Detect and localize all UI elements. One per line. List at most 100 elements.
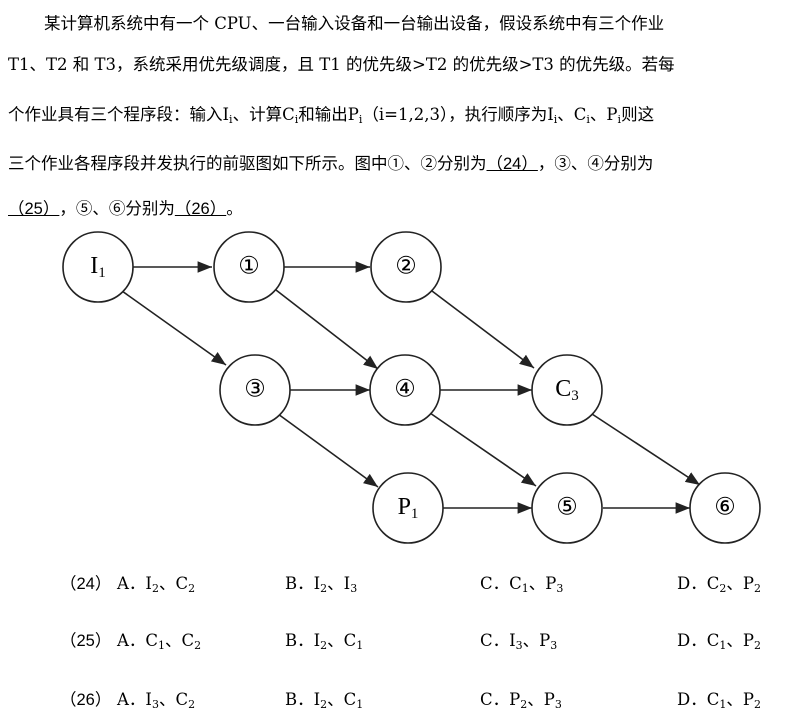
option-d[interactable]: D．C1、P2 [677,686,761,711]
option-subscript: 2 [320,698,328,711]
option-subscript: 2 [753,698,761,711]
symbol-I: I [547,105,554,124]
option-subscript: 3 [556,582,564,595]
option-text: 、C [327,690,357,709]
subscript-i: i [294,113,299,126]
edge-n2-C3 [431,290,535,369]
svg-text:①: ① [238,254,260,280]
text-segment: （i=1,2,3），执行顺序为 [362,105,548,124]
option-text: 、C [327,631,357,650]
subscript-i: i [617,113,622,126]
option-a[interactable]: A．C1、C2 [117,627,201,652]
option-text: B．I [285,631,321,650]
option-subscript: 2 [188,582,196,595]
svg-text:③: ③ [244,377,266,403]
option-text: 、P [528,574,557,593]
question-line-4: 三个作业各程序段并发执行的前驱图如下所示。图中①、②分别为（24），③、④分别为 [8,150,653,174]
question-line-5: （25），⑤、⑥分别为（26）。 [8,195,243,219]
option-text: 、P [522,631,551,650]
option-subscript: 2 [719,582,727,595]
text-segment: ，③、④分别为 [537,154,654,173]
option-subscript: 2 [320,639,328,652]
option-a[interactable]: A．I2、C2 [117,570,195,595]
option-subscript: 1 [356,698,364,711]
svg-text:⑤: ⑤ [556,495,578,521]
option-subscript: 2 [194,639,202,652]
option-text: 、P [726,631,754,650]
question-line-1: 某计算机系统中有一个 CPU、一台输入设备和一台输出设备，假设系统中有三个作业 [44,14,665,33]
text-segment: 、 [557,105,574,124]
node-C3: C3 [531,354,603,426]
option-b[interactable]: B．I2、C1 [285,686,363,711]
option-subscript: 1 [356,639,364,652]
text-segment: 和输出 [298,105,348,124]
text-segment: 个作业具有三个程序段：输入 [8,105,223,124]
option-text: B．I [285,574,321,593]
option-text: 、P [527,690,555,709]
option-d[interactable]: D．C2、P2 [677,570,761,595]
node-I1: I1 [62,231,134,303]
symbol-C: C [573,105,587,124]
option-b[interactable]: B．I2、I3 [285,570,357,595]
node-6: ⑥ [689,472,761,544]
edge-I1-n3 [121,290,227,366]
symbol-P: P [606,105,618,124]
option-subscript: 2 [320,582,328,595]
option-text: A．C [117,631,159,650]
option-subscript: 1 [158,639,166,652]
node-5: ⑤ [531,472,603,544]
question-number: （25） [60,632,112,650]
symbol-C: C [282,105,295,124]
option-subscript: 2 [753,582,761,595]
option-subscript: 3 [515,639,523,652]
node-4: ④ [369,354,441,426]
text-segment: 则这 [621,105,655,124]
option-c[interactable]: C．P2、P3 [480,686,562,711]
option-d[interactable]: D．C1、P2 [677,627,761,652]
subscript-i: i [229,113,233,126]
option-text: D．C [677,690,720,709]
option-text: 、C [165,631,195,650]
text-segment: ，⑤、⑥分别为 [59,199,175,218]
option-text: 、P [726,690,754,709]
option-c[interactable]: C．I3、P3 [480,627,557,652]
option-text: A．I [117,574,152,593]
text-segment: 。 [226,199,243,218]
node-3: ③ [219,354,291,426]
question-number: （24） [60,575,112,593]
option-subscript: 2 [753,639,761,652]
option-text: A．I [117,690,152,709]
option-subscript: 3 [151,698,159,711]
answer-blank-26: （26） [174,200,227,218]
edge-n4-n5 [429,412,537,487]
node-P1: P1 [372,472,444,544]
option-b[interactable]: B．I2、C1 [285,627,363,652]
option-text: 、C [158,574,189,593]
graph-edges [121,261,701,514]
question-number: （26） [60,691,112,709]
option-text: B．I [285,690,321,709]
option-subscript: 1 [521,582,529,595]
answer-blank-24: （24） [486,155,538,173]
svg-text:②: ② [395,254,417,280]
option-text: D．C [677,574,720,593]
text-segment: 、计算 [232,105,283,124]
option-subscript: 1 [719,639,727,652]
option-text: 、P [726,574,754,593]
question-line-3: 个作业具有三个程序段：输入Ii、计算Ci和输出Pi（i=1,2,3），执行顺序为… [8,101,654,126]
question-line-2: T1、T2 和 T3，系统采用优先级调度，且 T1 的优先级>T2 的优先级>T… [8,55,675,74]
option-subscript: 3 [350,582,358,595]
node-2: ② [370,231,442,303]
option-subscript: 3 [554,698,562,711]
option-subscript: 2 [188,698,196,711]
option-a[interactable]: A．I3、C2 [117,686,195,711]
option-text: 、C [158,690,189,709]
svg-text:I1: I1 [90,253,106,282]
option-text: C．C [480,574,522,593]
option-c[interactable]: C．C1、P3 [480,570,563,595]
svg-text:P1: P1 [398,494,419,523]
subscript-i: i [553,113,558,126]
svg-text:⑥: ⑥ [714,495,736,521]
subscript-i: i [358,113,363,126]
